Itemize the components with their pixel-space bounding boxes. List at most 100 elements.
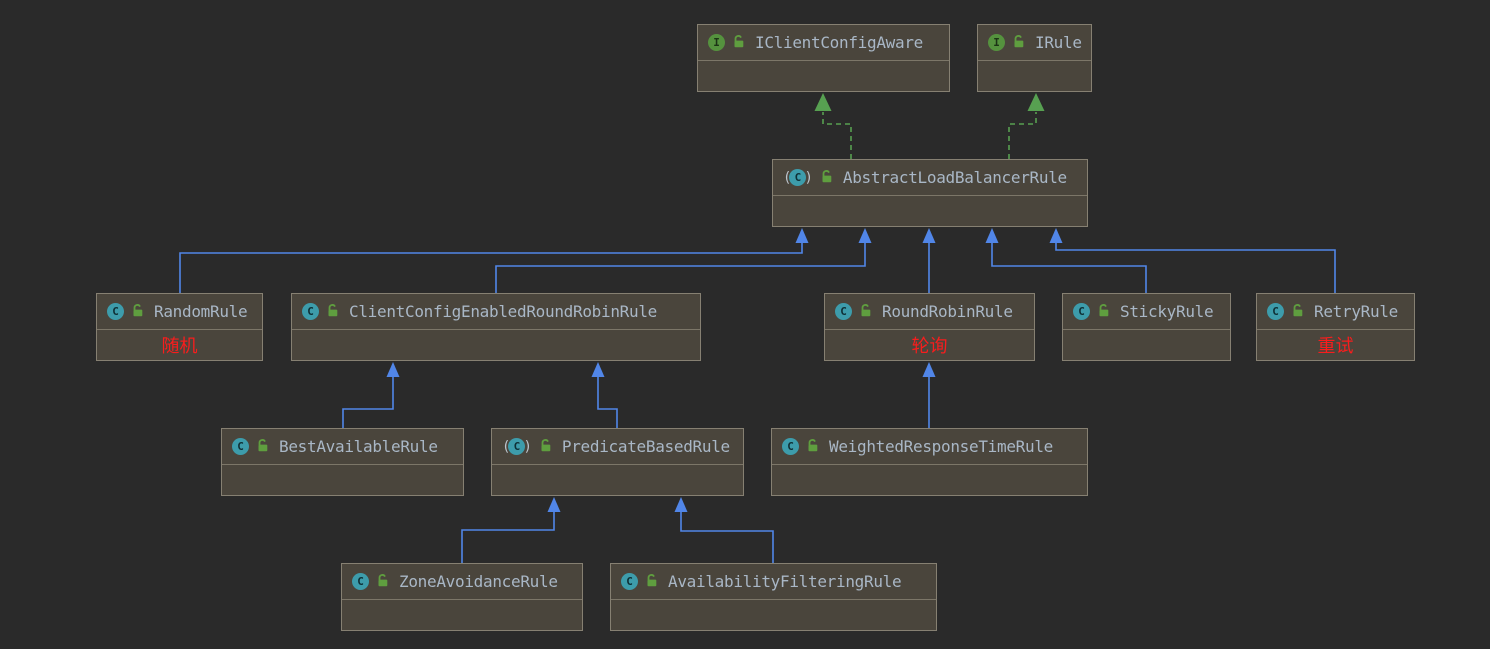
edge-stickyrule-to-abstractloadbalancerrule xyxy=(985,228,1147,293)
node-irule[interactable]: I IRule xyxy=(977,24,1092,92)
node-body xyxy=(978,61,1091,90)
unlocked-icon xyxy=(1290,302,1304,321)
class-icon: C xyxy=(1267,303,1284,320)
node-randomrule[interactable]: C RandomRule 随机 xyxy=(96,293,263,361)
node-body xyxy=(772,465,1087,494)
node-title-bar: C RandomRule xyxy=(97,294,262,330)
node-body xyxy=(292,330,700,359)
edge-zoneavoidancerule-to-predicatebasedrule xyxy=(461,497,561,563)
node-label: AbstractLoadBalancerRule xyxy=(842,168,1067,187)
node-label: IClientConfigAware xyxy=(755,33,923,52)
node-roundrobinrule[interactable]: C RoundRobinRule 轮询 xyxy=(824,293,1035,361)
node-body xyxy=(698,61,949,90)
node-label: IRule xyxy=(1035,33,1082,52)
node-body xyxy=(1063,330,1230,359)
node-body xyxy=(773,196,1087,225)
edge-availabilityfilteringrule-to-predicatebasedrule xyxy=(674,497,774,563)
unlocked-icon xyxy=(538,437,552,456)
unlocked-icon xyxy=(130,302,144,321)
class-icon: C xyxy=(352,573,369,590)
unlocked-icon xyxy=(1096,302,1110,321)
node-bestavailablerule[interactable]: C BestAvailableRule xyxy=(221,428,464,496)
node-zoneavoidancerule[interactable]: C ZoneAvoidanceRule xyxy=(341,563,583,631)
edge-retryrule-to-abstractloadbalancerrule xyxy=(1049,228,1336,293)
node-title-bar: C StickyRule xyxy=(1063,294,1230,330)
node-availabilityfilteringrule[interactable]: C AvailabilityFilteringRule xyxy=(610,563,937,631)
edge-predicatebasedrule-to-clientconfigenabledroundrobinrule xyxy=(591,362,618,428)
extends-arrowhead xyxy=(1049,228,1063,243)
node-title-bar: C AvailabilityFilteringRule xyxy=(611,564,936,600)
edge-randomrule-to-abstractloadbalancerrule xyxy=(179,228,809,293)
node-title-bar: C ZoneAvoidanceRule xyxy=(342,564,582,600)
node-title-bar: C PredicateBasedRule xyxy=(492,429,743,465)
node-label: ClientConfigEnabledRoundRobinRule xyxy=(349,302,657,321)
node-body xyxy=(492,465,743,494)
extends-arrowhead xyxy=(795,228,809,243)
class-icon: C xyxy=(782,438,799,455)
edge-bestavailablerule-to-clientconfigenabledroundrobinrule xyxy=(342,362,400,428)
unlocked-icon xyxy=(858,302,872,321)
extends-arrowhead xyxy=(985,228,999,243)
class-icon: C xyxy=(835,303,852,320)
node-label: BestAvailableRule xyxy=(279,437,438,456)
node-note: 随机 xyxy=(161,335,198,357)
node-title-bar: C ClientConfigEnabledRoundRobinRule xyxy=(292,294,700,330)
class-icon: C xyxy=(789,169,807,186)
unlocked-icon xyxy=(805,437,819,456)
unlocked-icon xyxy=(731,33,745,52)
node-title-bar: C WeightedResponseTimeRule xyxy=(772,429,1087,465)
edge-abstractloadbalancerrule-to-irule xyxy=(1008,93,1045,159)
extends-arrowhead xyxy=(591,362,605,377)
extends-arrowhead xyxy=(922,362,936,377)
extends-arrowhead xyxy=(547,497,561,512)
class-icon: C xyxy=(302,303,319,320)
node-label: PredicateBasedRule xyxy=(561,437,730,456)
unlocked-icon xyxy=(325,302,339,321)
node-abstractloadbalancerrule[interactable]: C AbstractLoadBalancerRule xyxy=(772,159,1088,227)
extends-arrowhead xyxy=(922,228,936,243)
node-body: 重试 xyxy=(1257,330,1414,359)
extends-arrowhead xyxy=(858,228,872,243)
node-label: AvailabilityFilteringRule xyxy=(668,572,902,591)
class-icon: C xyxy=(1073,303,1090,320)
extends-arrowhead xyxy=(386,362,400,377)
node-title-bar: I IRule xyxy=(978,25,1091,61)
node-label: WeightedResponseTimeRule xyxy=(829,437,1053,456)
abstract-class-icon: C xyxy=(783,169,813,186)
node-body xyxy=(222,465,463,494)
class-icon: C xyxy=(107,303,124,320)
implements-arrowhead xyxy=(1027,93,1045,111)
node-label: ZoneAvoidanceRule xyxy=(399,572,558,591)
class-icon: C xyxy=(621,573,638,590)
implements-arrowhead xyxy=(814,93,832,111)
node-label: RetryRule xyxy=(1314,302,1398,321)
node-note: 重试 xyxy=(1317,335,1354,357)
extends-arrowhead xyxy=(674,497,688,512)
unlocked-icon xyxy=(819,168,833,187)
node-label: RandomRule xyxy=(154,302,248,321)
class-icon: C xyxy=(508,438,526,455)
node-retryrule[interactable]: C RetryRule 重试 xyxy=(1256,293,1415,361)
node-body: 随机 xyxy=(97,330,262,359)
node-predicatebasedrule[interactable]: C PredicateBasedRule xyxy=(491,428,744,496)
unlocked-icon xyxy=(644,572,658,591)
node-title-bar: C RetryRule xyxy=(1257,294,1414,330)
node-body: 轮询 xyxy=(825,330,1034,359)
abstract-class-icon: C xyxy=(502,438,532,455)
class-icon: C xyxy=(232,438,249,455)
node-weightedresponsetimerule[interactable]: C WeightedResponseTimeRule xyxy=(771,428,1088,496)
unlocked-icon xyxy=(375,572,389,591)
node-label: StickyRule xyxy=(1120,302,1214,321)
node-title-bar: C AbstractLoadBalancerRule xyxy=(773,160,1087,196)
edge-abstractloadbalancerrule-to-iclientconfigaware xyxy=(814,93,852,159)
node-label: RoundRobinRule xyxy=(882,302,1013,321)
unlocked-icon xyxy=(1011,33,1025,52)
node-stickyrule[interactable]: C StickyRule xyxy=(1062,293,1231,361)
node-clientconfigenabledroundrobinrule[interactable]: C ClientConfigEnabledRoundRobinRule xyxy=(291,293,701,361)
node-note: 轮询 xyxy=(911,335,948,357)
unlocked-icon xyxy=(255,437,269,456)
interface-icon: I xyxy=(988,34,1005,51)
